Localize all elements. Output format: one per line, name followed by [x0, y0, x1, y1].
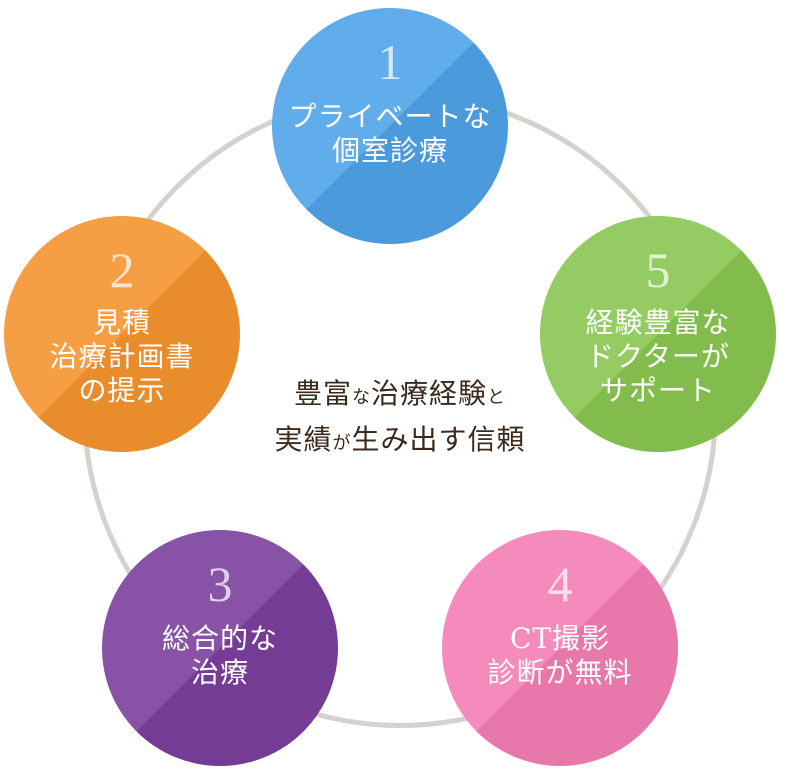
- node-label-line: 治療計画書: [49, 340, 195, 373]
- node-label-line: の提示: [78, 374, 166, 407]
- tagline-segment: 生み出す信頼: [351, 423, 526, 456]
- node-shine: [102, 530, 338, 766]
- node-label-line: 診断が無料: [487, 656, 633, 689]
- circle-node-1: 1 プライベートな 個室診療: [272, 8, 508, 244]
- tagline-segment: 実績: [274, 423, 333, 456]
- node-label-line: CT撮影: [509, 622, 611, 655]
- circle-node-2: 2 見積 治療計画書 の提示: [4, 216, 240, 452]
- center-tagline-line-1: 豊富な治療経験と: [210, 372, 590, 412]
- tagline-segment: 治療経験: [371, 377, 488, 410]
- node-number: 2: [109, 242, 135, 298]
- node-label-line: 治療: [190, 656, 249, 689]
- circle-node-3: 3 総合的な 治療: [102, 530, 338, 766]
- circle-node-5: 5 経験豊富な ドクターが サポート: [540, 216, 776, 452]
- circle-node-4: 4 CT撮影 診断が無料: [442, 530, 678, 766]
- node-label-line: サポート: [599, 374, 716, 407]
- node-shine: [272, 8, 508, 244]
- center-tagline-line-2: 実績が生み出す信頼: [210, 418, 590, 458]
- node-number: 1: [377, 34, 403, 90]
- node-label-line: 総合的な: [161, 622, 278, 655]
- node-label-line: 見積: [92, 306, 151, 339]
- node-label: CT撮影 診断が無料: [452, 622, 668, 690]
- node-shine: [4, 216, 240, 452]
- node-label: プライベートな 個室診療: [282, 100, 498, 168]
- node-shine: [540, 216, 776, 452]
- tagline-segment: な: [352, 387, 371, 408]
- node-number: 3: [207, 556, 233, 612]
- node-label-line: 経験豊富な: [585, 306, 731, 339]
- node-label: 総合的な 治療: [112, 622, 328, 690]
- tagline-segment: 豊富: [293, 377, 352, 410]
- node-number: 5: [645, 242, 671, 298]
- node-label-line: ドクターが: [586, 340, 730, 373]
- node-label-line: プライベートな: [288, 100, 492, 133]
- node-label: 経験豊富な ドクターが サポート: [550, 306, 766, 408]
- tagline-segment: と: [487, 387, 507, 408]
- tagline-segment: が: [332, 433, 352, 454]
- node-number: 4: [547, 556, 573, 612]
- node-label-line: 個室診療: [331, 134, 448, 167]
- node-shine: [442, 530, 678, 766]
- node-label: 見積 治療計画書 の提示: [14, 306, 230, 408]
